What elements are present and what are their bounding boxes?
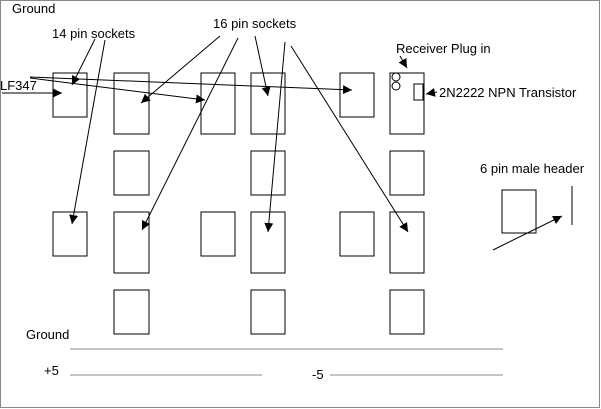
socket-r2-c2	[113, 150, 150, 196]
socket-r3-c6	[389, 211, 425, 274]
arrow-6pin-header	[492, 215, 563, 251]
arrow-transistor	[425, 87, 438, 97]
label-lf347: LF347	[0, 78, 37, 93]
socket-r1-c2	[113, 72, 150, 135]
header-6pin-outline	[501, 189, 537, 234]
arrow-16pin-to-r3c2	[141, 37, 239, 231]
arrow-16pin-to-r3c4	[264, 41, 286, 233]
socket-r4-c2	[113, 289, 150, 335]
arrow-lf347-to-r1c5	[29, 76, 353, 95]
socket-r4-c4	[250, 289, 286, 335]
label-plus5: +5	[44, 363, 59, 378]
socket-r1-c5	[339, 72, 375, 118]
arrow-16pin-to-r1c4	[254, 35, 271, 97]
socket-r3-c5	[339, 211, 375, 257]
label-receiver-plug: Receiver Plug in	[396, 41, 491, 56]
socket-r1-c1	[52, 72, 88, 118]
socket-r1-c3	[200, 72, 236, 135]
receiver-plug-pin-1	[391, 72, 401, 82]
label-minus5: -5	[312, 367, 324, 382]
socket-r3-c3	[200, 211, 236, 257]
arrow-14pin-to-r3c1	[69, 39, 106, 225]
socket-r2-c4	[250, 150, 286, 196]
arrow-lf347-to-r1c3	[29, 77, 206, 104]
arrow-16pin-to-r1c2	[140, 35, 221, 104]
socket-r3-c2	[113, 211, 150, 274]
arrow-receiver	[398, 55, 408, 69]
arrow-14pin-to-r1c1	[71, 38, 96, 86]
label-transistor: 2N2222 NPN Transistor	[439, 85, 577, 100]
label-14pin-sockets: 14 pin sockets	[52, 26, 136, 41]
socket-r2-c6	[389, 150, 425, 196]
socket-r4-c6	[389, 289, 425, 335]
label-ground-bottom: Ground	[26, 327, 69, 342]
socket-r3-c4	[250, 211, 286, 274]
receiver-plug-pin-2	[391, 81, 401, 91]
transistor-outline	[413, 83, 424, 101]
arrow-16pin-to-r3c6	[290, 45, 409, 233]
label-16pin-sockets: 16 pin sockets	[213, 16, 297, 31]
label-ground-top: Ground	[12, 1, 55, 16]
socket-r3-c1	[52, 211, 88, 257]
label-6pin-header: 6 pin male header	[480, 161, 585, 176]
